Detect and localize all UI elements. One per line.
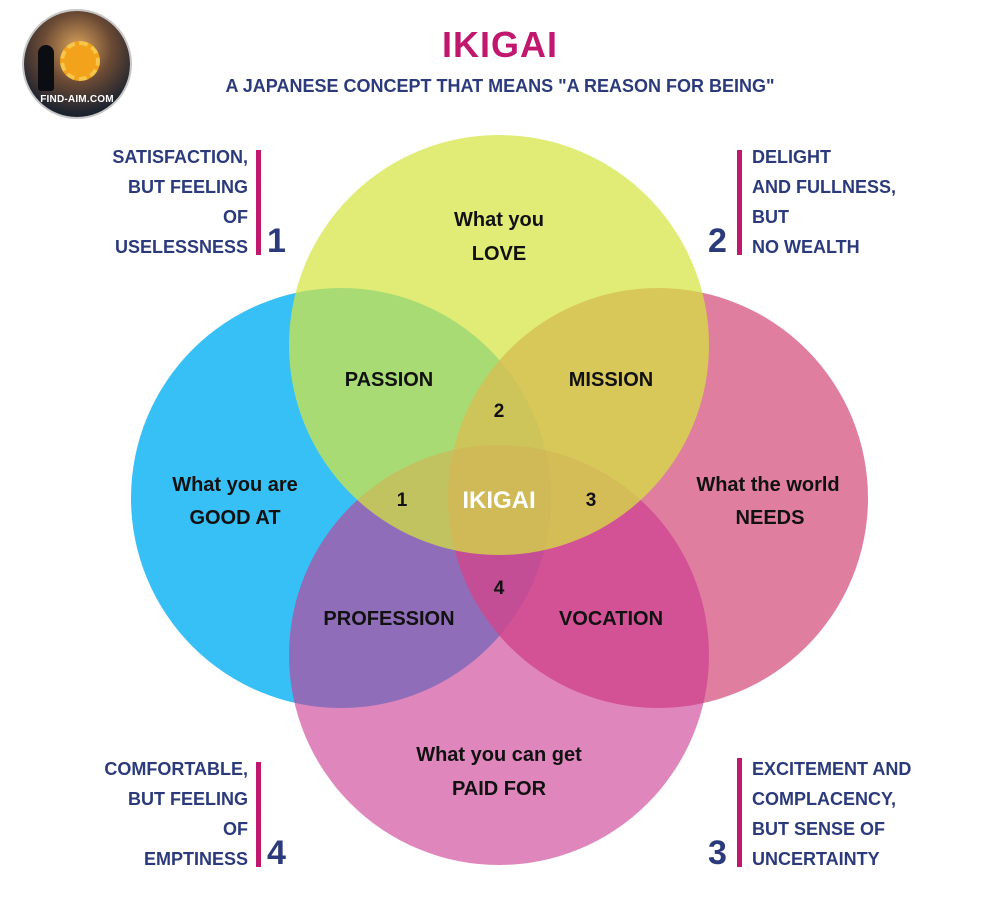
note-1-line: OF	[223, 207, 248, 227]
circle-love	[289, 135, 709, 555]
gear-icon	[60, 41, 100, 81]
passion-label: PASSION	[345, 369, 434, 391]
note-2: DELIGHT AND FULLNESS, BUT NO WEALTH	[752, 142, 896, 262]
note-3-line: COMPLACENCY,	[752, 789, 897, 809]
intersection-number-1: 1	[397, 490, 408, 511]
love-label-line1: What you	[454, 209, 544, 231]
note-2-line: AND FULLNESS,	[752, 177, 896, 197]
note-3-line: UNCERTAINTY	[752, 849, 880, 869]
good-at-label-line1: What you are	[172, 474, 298, 496]
note-1: SATISFACTION, BUT FEELING OF USELESSNESS	[112, 142, 248, 262]
paid-for-label-line2: PAID FOR	[452, 778, 547, 800]
note-1-accent-bar	[256, 150, 261, 255]
intersection-number-4: 4	[494, 578, 505, 599]
world-needs-label-line2: NEEDS	[736, 507, 805, 529]
vocation-label: VOCATION	[559, 608, 663, 630]
note-2-line: BUT	[752, 207, 789, 227]
note-2-number: 2	[708, 222, 727, 260]
note-4-line: EMPTINESS	[143, 849, 248, 869]
note-3-line: EXCITEMENT AND	[752, 759, 912, 779]
profession-label: PROFESSION	[323, 608, 454, 630]
note-1-number: 1	[267, 222, 286, 260]
note-3-number: 3	[708, 834, 727, 872]
note-4: COMFORTABLE, BUT FEELING OF EMPTINESS	[104, 754, 248, 874]
note-2-line: DELIGHT	[752, 147, 831, 167]
note-4-line: BUT FEELING	[128, 789, 248, 809]
find-aim-logo: FIND-AIM.COM	[24, 11, 130, 117]
person-silhouette-icon	[38, 45, 54, 91]
note-2-accent-bar	[737, 150, 742, 255]
note-1-line: SATISFACTION,	[112, 147, 248, 167]
good-at-label-line2: GOOD AT	[189, 507, 280, 529]
page-title: IKIGAI	[441, 24, 558, 65]
note-3-accent-bar	[737, 758, 742, 867]
note-4-accent-bar	[256, 762, 261, 867]
mission-label: MISSION	[569, 369, 653, 391]
note-3-line: BUT SENSE OF	[752, 819, 886, 839]
note-3: EXCITEMENT AND COMPLACENCY, BUT SENSE OF…	[752, 754, 911, 874]
intersection-number-2: 2	[494, 401, 505, 422]
intersection-number-3: 3	[586, 490, 597, 511]
circle-paid-for	[289, 445, 709, 865]
logo-text: FIND-AIM.COM	[40, 94, 114, 105]
note-1-line: BUT FEELING	[128, 177, 248, 197]
ikigai-center-label: IKIGAI	[462, 487, 535, 514]
paid-for-label-line1: What you can get	[416, 744, 582, 766]
page-subtitle: A JAPANESE CONCEPT THAT MEANS "A REASON …	[225, 76, 775, 96]
note-4-number: 4	[267, 834, 286, 872]
note-2-line: NO WEALTH	[752, 237, 860, 257]
note-4-line: OF	[223, 819, 248, 839]
world-needs-label-line1: What the world	[696, 474, 839, 496]
note-1-line: USELESSNESS	[114, 237, 248, 257]
note-4-line: COMFORTABLE,	[104, 759, 248, 779]
love-label-line2: LOVE	[472, 243, 526, 265]
